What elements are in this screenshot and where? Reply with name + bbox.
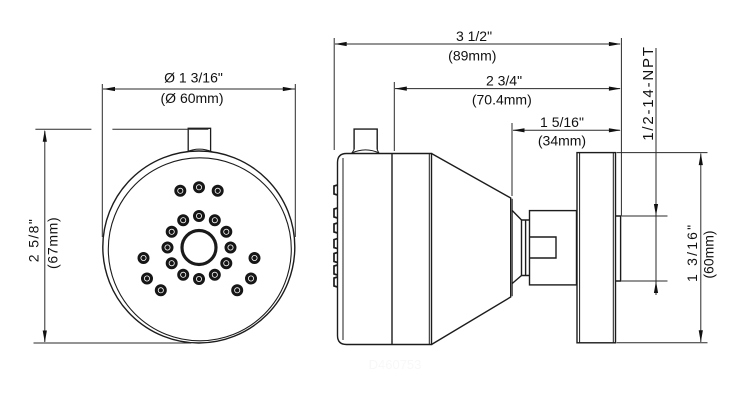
svg-text:2 5/8": 2 5/8" [26,218,42,263]
svg-text:(Ø 60mm): (Ø 60mm) [161,90,224,106]
svg-text:Ø 1 3/16": Ø 1 3/16" [164,70,223,86]
svg-text:(34mm): (34mm) [538,133,586,149]
svg-text:1 3/16": 1 3/16" [684,223,700,282]
svg-text:(89mm): (89mm) [448,48,496,64]
svg-text:(67mm): (67mm) [45,217,61,269]
svg-text:(70.4mm): (70.4mm) [472,92,532,108]
svg-text:2 3/4": 2 3/4" [486,72,522,88]
svg-text:(60mm): (60mm) [701,230,717,278]
svg-text:1 5/16": 1 5/16" [540,114,584,130]
svg-text:3 1/2": 3 1/2" [456,28,492,44]
svg-text:D460753: D460753 [369,357,422,372]
svg-text:1/2-14-NPT: 1/2-14-NPT [640,45,657,141]
